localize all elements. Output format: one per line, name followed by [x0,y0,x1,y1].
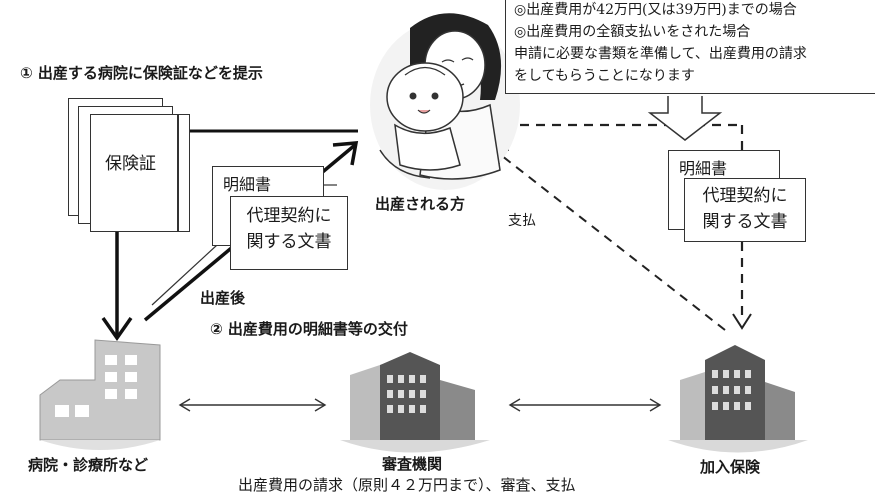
insurance-card-label: 保険証 [105,154,156,174]
hospital-label: 病院・診療所など [28,456,149,474]
review-agency-building-icon [340,352,490,453]
mother-baby-illustration [370,13,520,190]
callout-box: ◎出産費用が42万円(又は39万円)までの場合 ◎出産費用の全額支払いをされた場… [505,0,875,94]
callout-line2: ◎出産費用の全額支払いをされた場合 [514,24,751,40]
review-agency-label: 審査機関 [382,455,443,473]
right-agreement-line2: 関する文書 [702,212,788,232]
hospital-building-icon [39,339,161,450]
insurer-building-icon [668,345,808,453]
callout-pointer-arrow [647,96,723,141]
payment-label: 支払 [508,213,536,229]
left-statement-label: 明細書 [223,175,272,194]
right-agreement-line1: 代理契約に [702,186,788,206]
insurer-label: 加入保険 [700,458,761,476]
insurance-card: 保険証 [90,114,190,232]
insurer-pay-dashed [496,151,726,331]
left-agreement-line2: 関する文書 [246,232,332,252]
bottom-caption: 出産費用の請求（原則４２万円まで）、審査、支払 [238,476,576,494]
right-statement-label: 明細書 [679,159,728,178]
step1-label: ① 出産する病院に保険証などを提示 [20,64,263,82]
callout-line4: をしてもらうことになります [514,68,695,84]
hospital-review-double-arrow [178,398,327,412]
step2-label: ② 出産費用の明細書等の交付 [210,320,408,338]
callout-line1: ◎出産費用が42万円(又は39万円)までの場合 [514,2,797,18]
review-insurer-double-arrow [508,398,662,412]
right-agreement-doc: 代理契約に 関する文書 [684,178,806,242]
after-birth-label: 出産後 [200,289,246,307]
mother-label: 出産される方 [375,195,466,213]
left-agreement-doc: 代理契約に 関する文書 [230,196,348,270]
left-agreement-line1: 代理契約に [246,206,332,226]
callout-line3: 申請に必要な書類を準備して、出産費用の請求 [514,46,807,62]
